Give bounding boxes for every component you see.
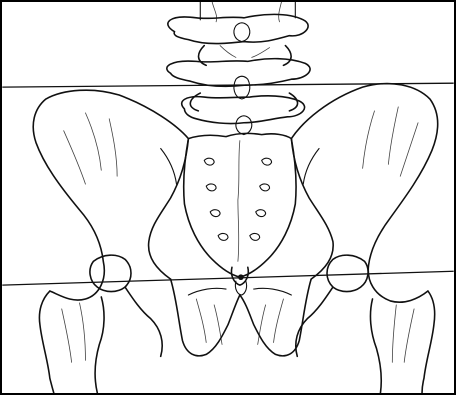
left-femur: [39, 255, 162, 393]
pubic-region: [171, 279, 312, 356]
left-ilium: [33, 90, 188, 300]
sacrum: [184, 133, 296, 295]
lumbar-vertebrae: [167, 2, 310, 135]
lower-reference-line: [2, 271, 453, 285]
right-ilium: [291, 84, 437, 303]
